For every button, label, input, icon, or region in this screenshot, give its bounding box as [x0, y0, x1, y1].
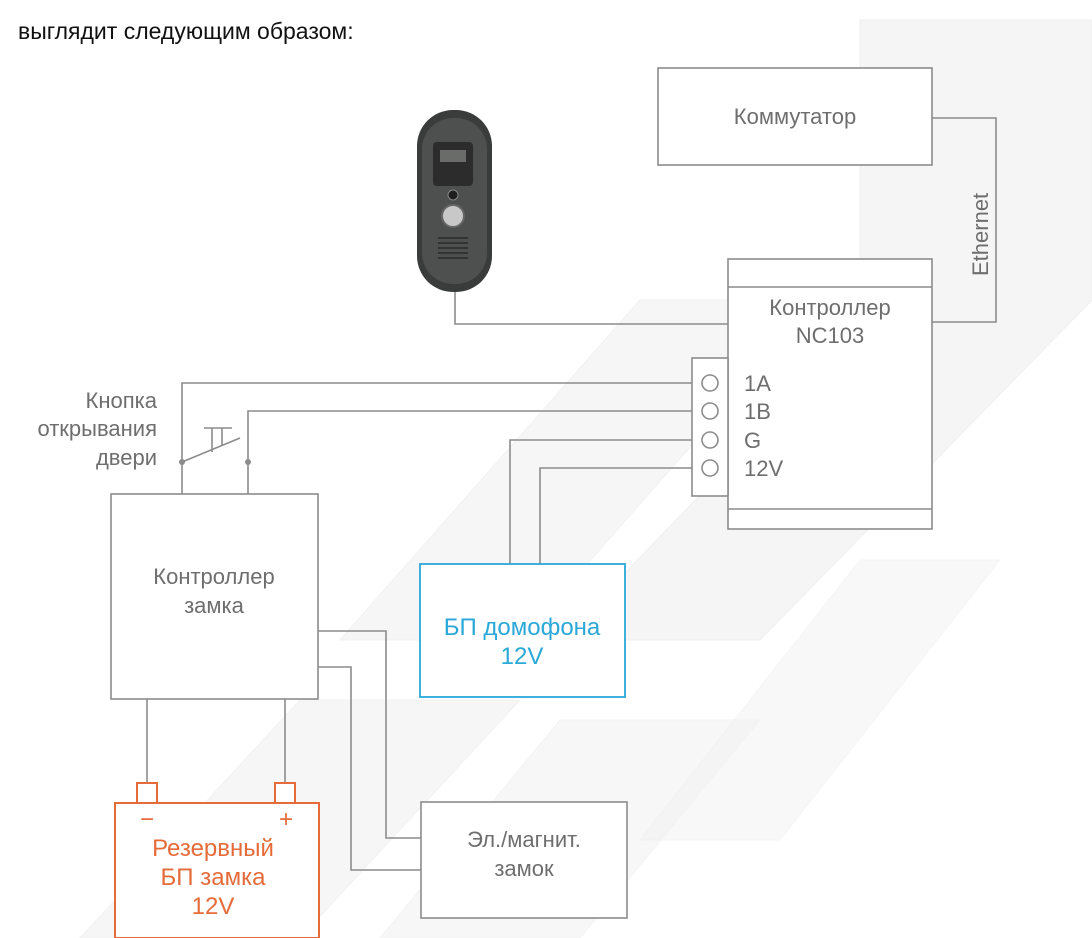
backup-psu-label-1: Резервный: [152, 835, 274, 862]
terminal-screw: [701, 374, 719, 392]
intro-text: выглядит следующим образом:: [18, 18, 354, 44]
watermark-logo: [79, 19, 1092, 938]
switch-label: Коммутатор: [734, 104, 856, 129]
battery-minus-sign: −: [140, 806, 154, 833]
ethernet-label: Ethernet: [968, 193, 993, 276]
push-button-switch-icon: [179, 427, 251, 465]
intercom-psu-label-2: 12V: [501, 643, 544, 670]
battery-icon: [114, 782, 320, 938]
wire-lock-2: [318, 666, 421, 871]
lock-label-1: Эл./магнит.: [467, 827, 581, 852]
wire-g: [509, 439, 692, 564]
ethernet-wire: [932, 117, 997, 323]
backup-psu-label-3: 12V: [192, 893, 235, 920]
lock-box: [420, 801, 628, 919]
wire-12v: [539, 467, 692, 564]
intercom-psu-label-1: БП домофона: [444, 614, 601, 641]
lock-label-2: замок: [494, 856, 554, 881]
video-doorphone-icon: [417, 110, 492, 292]
doorphone-ethernet-wire: [454, 292, 728, 325]
switch-box: [657, 67, 933, 166]
lock-controller-label-1: Контроллер: [153, 564, 274, 589]
terminal-screw: [701, 459, 719, 477]
lock-controller-box: [110, 493, 319, 700]
backup-psu-label-2: БП замка: [161, 864, 267, 891]
battery-plus-sign: +: [279, 806, 293, 833]
door-button-label-1: Кнопка: [86, 388, 158, 413]
terminal-g: G: [744, 428, 761, 453]
terminal-1a: 1A: [744, 371, 771, 396]
door-button-label-2: открывания: [37, 416, 157, 441]
wire-lock-1: [318, 630, 421, 839]
controller-box: [727, 258, 933, 530]
lock-controller-label-2: замка: [184, 593, 245, 618]
wire-1b: [247, 410, 692, 462]
controller-label-1: Контроллер: [769, 295, 890, 320]
terminal-12v: 12V: [744, 456, 783, 481]
terminal-screw: [701, 402, 719, 420]
terminal-screw: [701, 431, 719, 449]
intercom-psu-box: [419, 563, 626, 698]
controller-label-2: NC103: [796, 323, 864, 348]
terminal-1b: 1B: [744, 399, 771, 424]
wire-1a: [181, 382, 692, 462]
door-button-label-3: двери: [96, 445, 157, 470]
terminal-screws: [701, 374, 719, 477]
